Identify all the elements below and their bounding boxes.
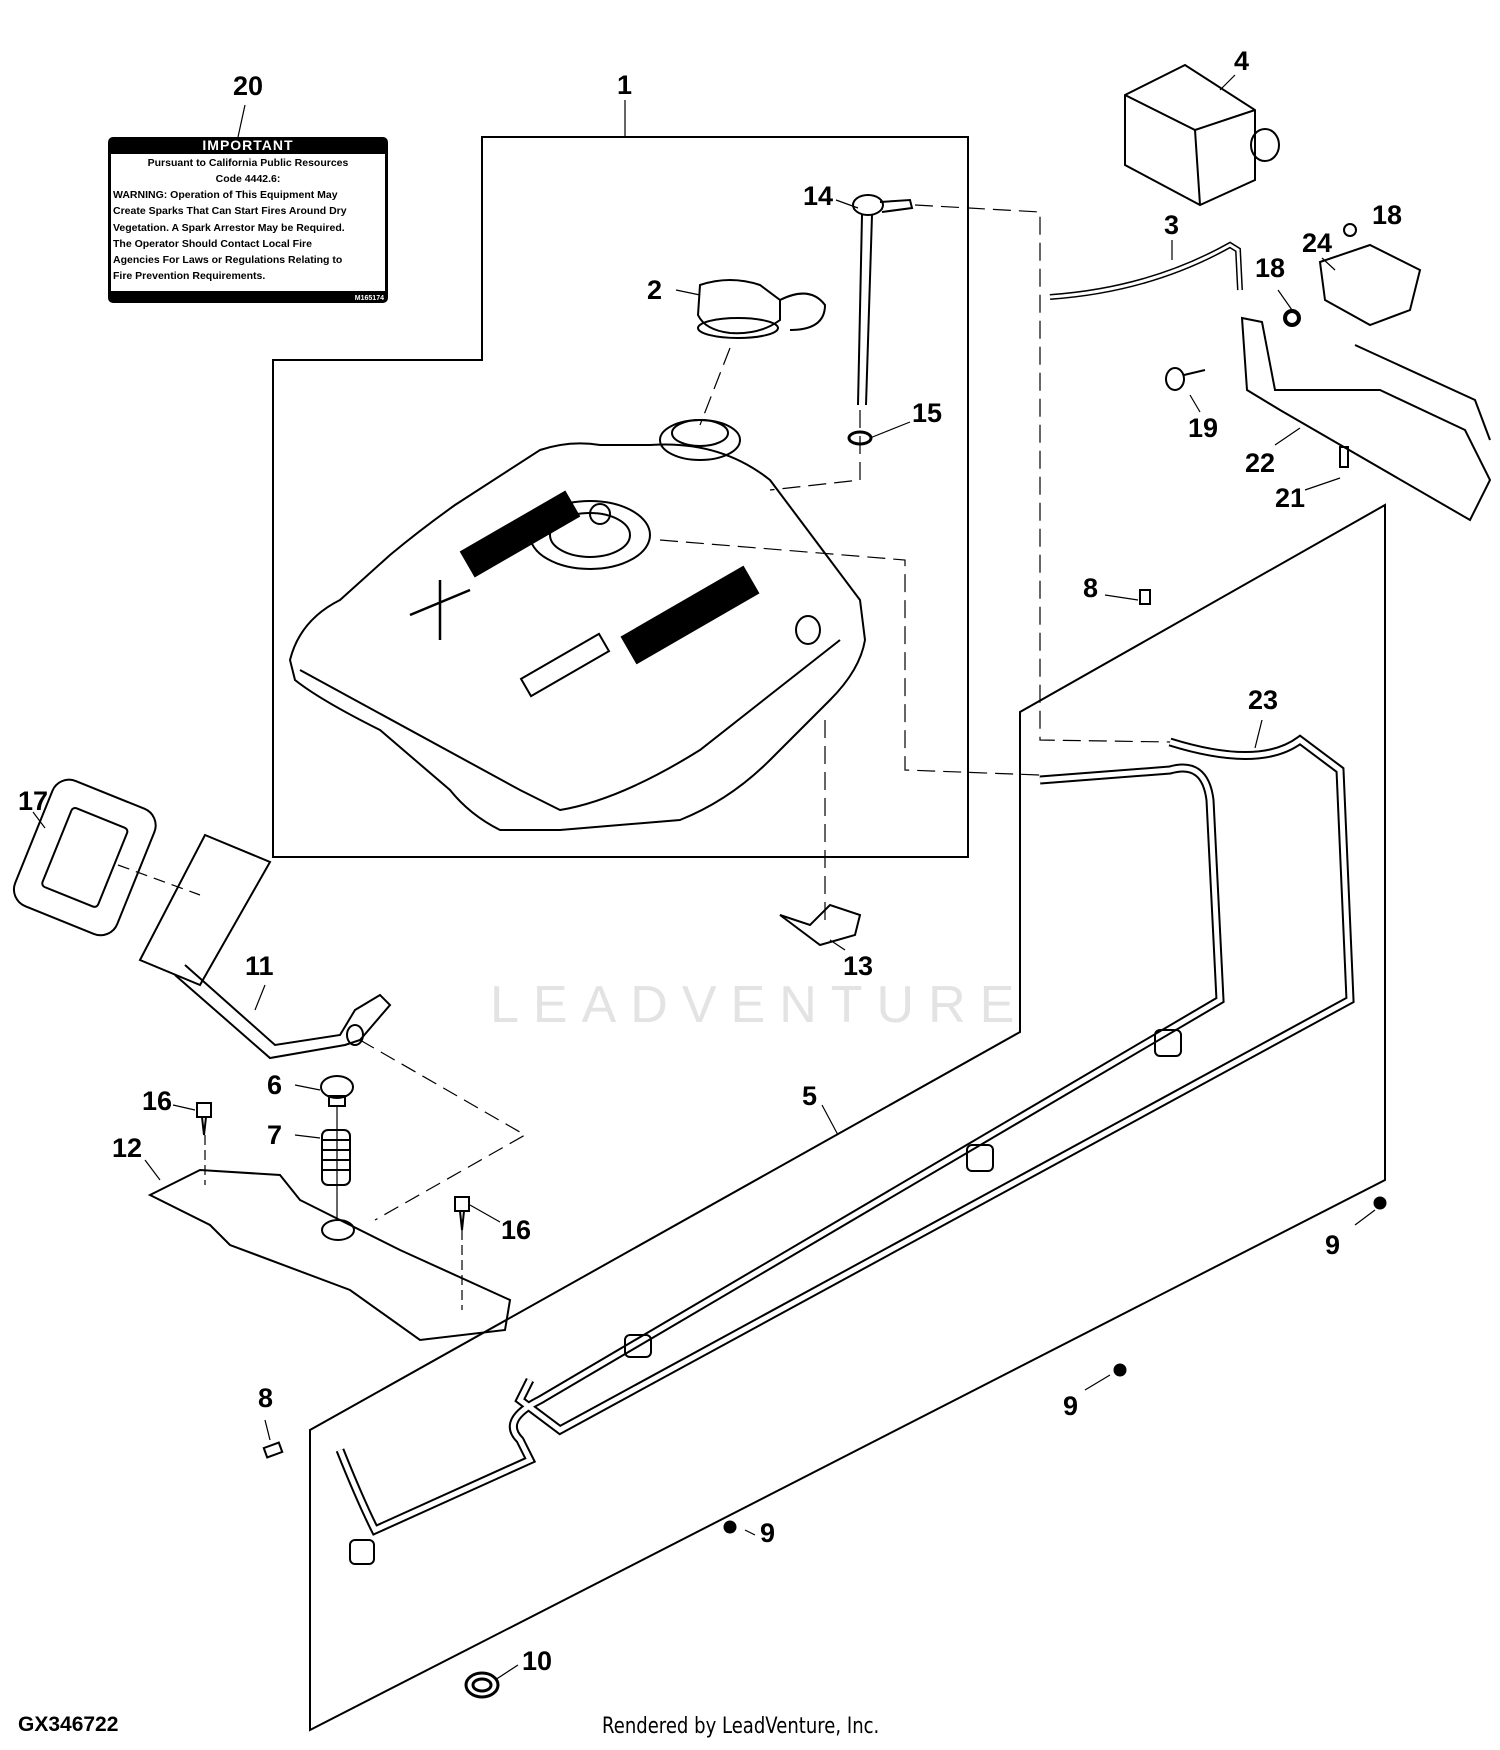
leader-23 [1274,427,1301,446]
decal-warning-line: Fire Prevention Requirements. [113,270,266,283]
decal-warning-line: The Operator Should Contact Local Fire [113,237,312,250]
leader-21 [1254,719,1263,749]
callout-1[interactable]: 1 [617,70,633,100]
callout-22[interactable]: 21 [1275,483,1306,513]
pedal-bracket[interactable] [147,1168,512,1342]
callout-7[interactable]: 7 [267,1120,283,1150]
leader-5 [821,1104,839,1136]
callout-16a[interactable]: 16 [142,1086,173,1116]
callout-24[interactable]: 24 [1302,228,1333,258]
figure-id: GX346722 [18,1713,119,1736]
leader-24 [1321,257,1336,271]
decal-warning-line: Vegetation. A Spark Arrestor May be Requ… [113,221,345,234]
dash-17 [117,864,201,896]
callout-9c[interactable]: 9 [760,1518,776,1548]
fuel-lines [335,734,1355,1536]
fuel-cap[interactable] [696,279,827,339]
watermark: LEADVENTURE [490,976,1029,1034]
callout-2[interactable]: 2 [647,275,663,305]
decal-header: IMPORTANT [202,137,294,153]
callout-18[interactable]: 18 [1372,200,1403,230]
leader-22 [1304,477,1341,491]
leader-20 [237,104,246,138]
callout-15[interactable]: 15 [912,398,943,428]
leader-17 [32,811,46,829]
mount-plate[interactable] [1318,243,1422,327]
leader-4 [1219,74,1236,91]
fuel-tank[interactable] [288,419,867,831]
decal-warning-line: WARNING: Operation of This Equipment May [113,189,338,201]
canister-bracket[interactable] [1240,316,1492,522]
tank-clip[interactable] [779,903,862,947]
assembly-1-boundary [272,136,969,858]
callout-17[interactable]: 17 [18,786,49,816]
fuel-pickup[interactable] [852,194,914,406]
callout-9b[interactable]: 9 [1063,1391,1079,1421]
callout-14[interactable]: 14 [803,181,834,211]
leader-10 [494,1664,519,1681]
leader-19 [1189,394,1201,413]
callout-4[interactable]: 4 [1234,46,1250,76]
decal-body: Pursuant to California Public Resources … [111,154,385,291]
decal-warning-line: Agencies For Laws or Regulations Relatin… [113,254,343,267]
dash-15 [659,410,1041,776]
spring[interactable] [321,1129,351,1186]
dash-14 [914,204,1171,743]
callout-20[interactable]: 20 [233,71,264,101]
hardware [1165,223,1357,468]
vent-hose[interactable] [1049,241,1243,300]
screws [196,1102,470,1231]
leader-13 [829,939,846,951]
pedal-arm[interactable] [138,833,392,1060]
panel-clips [262,589,1182,1565]
leader-14 [835,199,859,209]
push-clips [723,1196,1387,1534]
callout-18b[interactable]: 18 [1255,253,1286,283]
callout-8a[interactable]: 8 [1083,573,1099,603]
dash-11 [359,1039,527,1221]
leaders-lower-left [144,1084,501,1310]
grommet[interactable] [464,1671,500,1699]
leader-2 [675,289,701,296]
callout-5[interactable]: 5 [802,1081,818,1111]
callout-21[interactable]: 23 [1248,685,1279,715]
callout-12[interactable]: 12 [112,1133,143,1163]
push-clip-leaders [264,594,1376,1536]
callout-9a[interactable]: 9 [1325,1230,1341,1260]
important-decal: IMPORTANT Pursuant to California Public … [108,137,388,303]
dash-2 [699,347,731,426]
decal-warning-line: Create Sparks That Can Start Fires Aroun… [113,205,347,218]
pedal-cap[interactable] [320,1075,354,1107]
callout-8b[interactable]: 8 [258,1383,274,1413]
charcoal-canister[interactable] [1124,63,1280,207]
leader-15 [869,421,911,439]
decal-line-2: Code 4442.6: [215,173,281,185]
decal-code: M165174 [354,295,384,302]
callout-11[interactable]: 11 [245,951,274,981]
leader-11 [254,984,266,1011]
callout-10[interactable]: 10 [522,1646,553,1676]
leader-18 [1277,289,1293,311]
pedal-pad[interactable] [9,774,162,940]
decal-line-1: Pursuant to California Public Resources [147,157,349,169]
callout-19[interactable]: 19 [1188,413,1219,443]
callout-13[interactable]: 13 [843,951,874,981]
callout-16b[interactable]: 16 [501,1215,532,1245]
callout-6[interactable]: 6 [267,1070,283,1100]
callout-3[interactable]: 3 [1164,210,1180,240]
rendered-by-footer: Rendered by LeadVenture, Inc. [602,1714,880,1739]
callout-23[interactable]: 22 [1245,448,1276,478]
fuel-line-panel[interactable] [309,503,1386,1732]
